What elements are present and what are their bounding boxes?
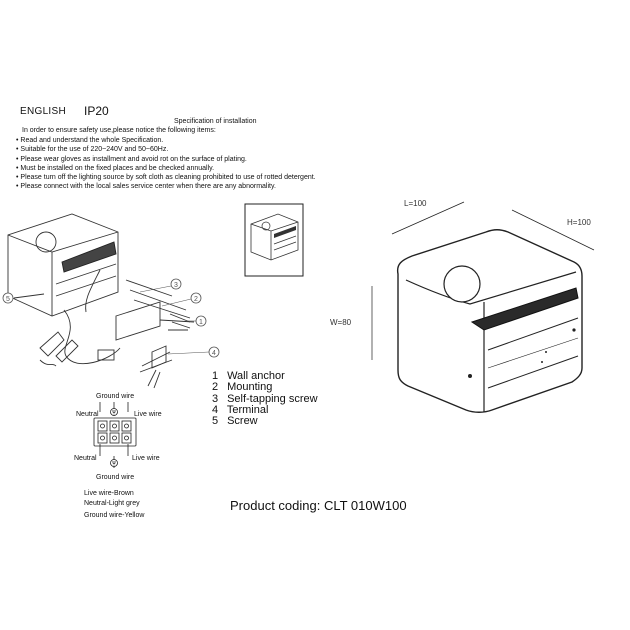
part-label: Terminal [226,403,269,416]
callout-2-label: 2 [194,296,198,303]
part-number: 1 [212,370,219,382]
parts-list-item: 4 Terminal [212,403,318,416]
dimension-length: L=100 [404,199,427,208]
dimension-width: W=80 [330,318,352,327]
part-label: Screw [227,415,258,428]
parts-list-item: 2 Mounting [212,381,318,394]
wire-color-neutral: Neutral-Light grey [84,500,140,507]
wiring-diagram: Ground wire Neutral Live wire Neutral Li… [74,393,162,481]
dimension-height: H=100 [567,218,591,227]
safety-rule: • Please connect with the local sales se… [16,183,276,191]
callout-4: 4 [167,346,220,358]
product-thumbnail [244,203,304,277]
parts-list-item: 3 Self-tapping screw [212,392,318,405]
part-label: Mounting [227,381,273,394]
product-dimension-drawing [371,201,595,413]
ground-icon [110,408,118,416]
ground-icon [110,459,118,467]
wire-color-ground: Ground wire-Yellow [84,512,145,519]
part-label: Self-tapping screw [227,392,318,405]
callout-5: 5 [2,292,14,304]
safety-rule: • Please turn off the lighting source by… [16,174,316,182]
parts-list-item: 1 Wall anchor [212,370,318,382]
callout-4-label: 4 [212,350,216,357]
neutral-top-label: Neutral [76,411,99,418]
language-label: ENGLISH [20,106,67,117]
live-wire-bottom-label: Live wire [132,455,160,462]
part-number: 4 [212,403,219,416]
part-label: Wall anchor [227,370,285,382]
callout-3: 3 [139,278,182,293]
wire-color-legend: Live wire-Brown Neutral-Light grey Groun… [84,489,144,521]
ground-wire-top-label: Ground wire [96,393,134,400]
callout-5-label: 5 [6,296,10,303]
part-number: 2 [212,381,219,394]
part-number: 5 [212,415,219,428]
callout-3-label: 3 [174,282,178,289]
neutral-bottom-label: Neutral [74,455,97,462]
callout-1: 1 [186,315,207,327]
spec-title: Specification of installation [174,118,257,125]
live-wire-top-label: Live wire [134,411,162,418]
exploded-view-drawing [7,213,195,389]
ground-wire-bottom-label: Ground wire [96,474,134,481]
wire-color-live: Live wire-Brown [84,490,134,497]
parts-list: 1 Wall anchor 2 Mounting 3 Self-tapping … [212,370,318,428]
safety-rule: • Please wear gloves as installment and … [16,155,247,163]
safety-rule: • Suitable for the use of 220~240V and 5… [16,146,169,154]
product-coding: Product coding: CLT 010W100 [230,498,407,513]
ip-rating: IP20 [84,104,109,118]
parts-list-item: 5 Screw [212,415,318,428]
safety-rules-list: • Read and understand the whole Specific… [16,136,316,192]
part-number: 3 [212,392,219,405]
callout-2: 2 [161,292,202,307]
callout-1-label: 1 [199,319,203,326]
safety-rule: • Read and understand the whole Specific… [16,137,164,144]
safety-rule: • Must be installed on the fixed places … [16,164,215,172]
intro-text: In order to ensure safety use,please not… [22,127,216,134]
